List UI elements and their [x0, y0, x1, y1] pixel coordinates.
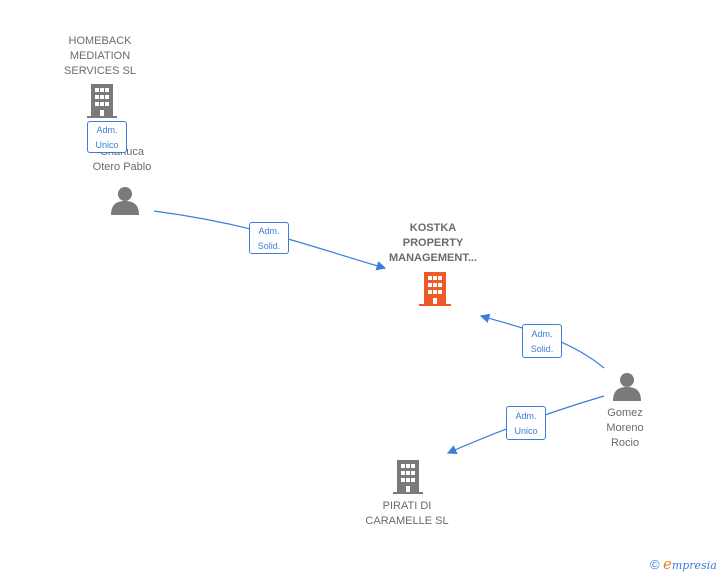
person-icon[interactable]	[110, 186, 140, 216]
brand-logo-e: e	[662, 555, 672, 573]
node-homeback-line3: SERVICES SL	[64, 65, 136, 77]
node-gomez-line1: Gomez	[607, 407, 643, 419]
node-gomez-line3: Rocio	[610, 437, 640, 449]
edge-label-line1: Adm.	[258, 226, 280, 236]
node-chanuca-line2: Otero Pablo	[92, 161, 152, 173]
edge-label-line2: Solid.	[257, 241, 281, 251]
edge-label-line1: Adm.	[515, 411, 537, 421]
edge-label-line2: Unico	[95, 140, 119, 150]
person-icon[interactable]	[612, 372, 642, 402]
building-icon[interactable]	[87, 84, 117, 118]
brand-logo-text: mpresia	[671, 559, 717, 572]
node-kostka-line3: MANAGEMENT...	[389, 252, 477, 264]
edge-label-line2: Unico	[514, 426, 538, 436]
node-gomez-line2: Moreno	[606, 422, 644, 434]
node-pirati-line2: CARAMELLE SL	[365, 515, 449, 527]
edge-label-line1: Adm.	[96, 125, 118, 135]
building-icon[interactable]	[419, 272, 451, 306]
node-pirati-label[interactable]: PIRATI DI CARAMELLE SL	[356, 499, 458, 529]
edge-label-chanuca-homeback[interactable]: Adm. Unico	[87, 121, 127, 153]
node-homeback-line2: MEDIATION	[69, 50, 131, 62]
edge-label-line1: Adm.	[531, 329, 553, 339]
node-gomez-label[interactable]: Gomez Moreno Rocio	[590, 406, 660, 451]
node-homeback-label[interactable]: HOMEBACK MEDIATION SERVICES SL	[50, 34, 150, 79]
node-kostka-label[interactable]: KOSTKA PROPERTY MANAGEMENT...	[372, 221, 494, 266]
node-kostka-line2: PROPERTY	[402, 237, 464, 249]
edge-label-gomez-kostka[interactable]: Adm. Solid.	[522, 324, 562, 358]
building-icon[interactable]	[393, 460, 423, 494]
edge-label-gomez-pirati[interactable]: Adm. Unico	[506, 406, 546, 440]
brand-footer: © empresia	[650, 555, 717, 573]
edge-label-line2: Solid.	[530, 344, 554, 354]
edge-label-chanuca-kostka[interactable]: Adm. Solid.	[249, 222, 289, 254]
copyright-symbol: ©	[650, 557, 660, 572]
node-pirati-line1: PIRATI DI	[382, 500, 432, 512]
node-kostka-line1: KOSTKA	[409, 222, 457, 234]
node-homeback-line1: HOMEBACK	[68, 35, 132, 47]
